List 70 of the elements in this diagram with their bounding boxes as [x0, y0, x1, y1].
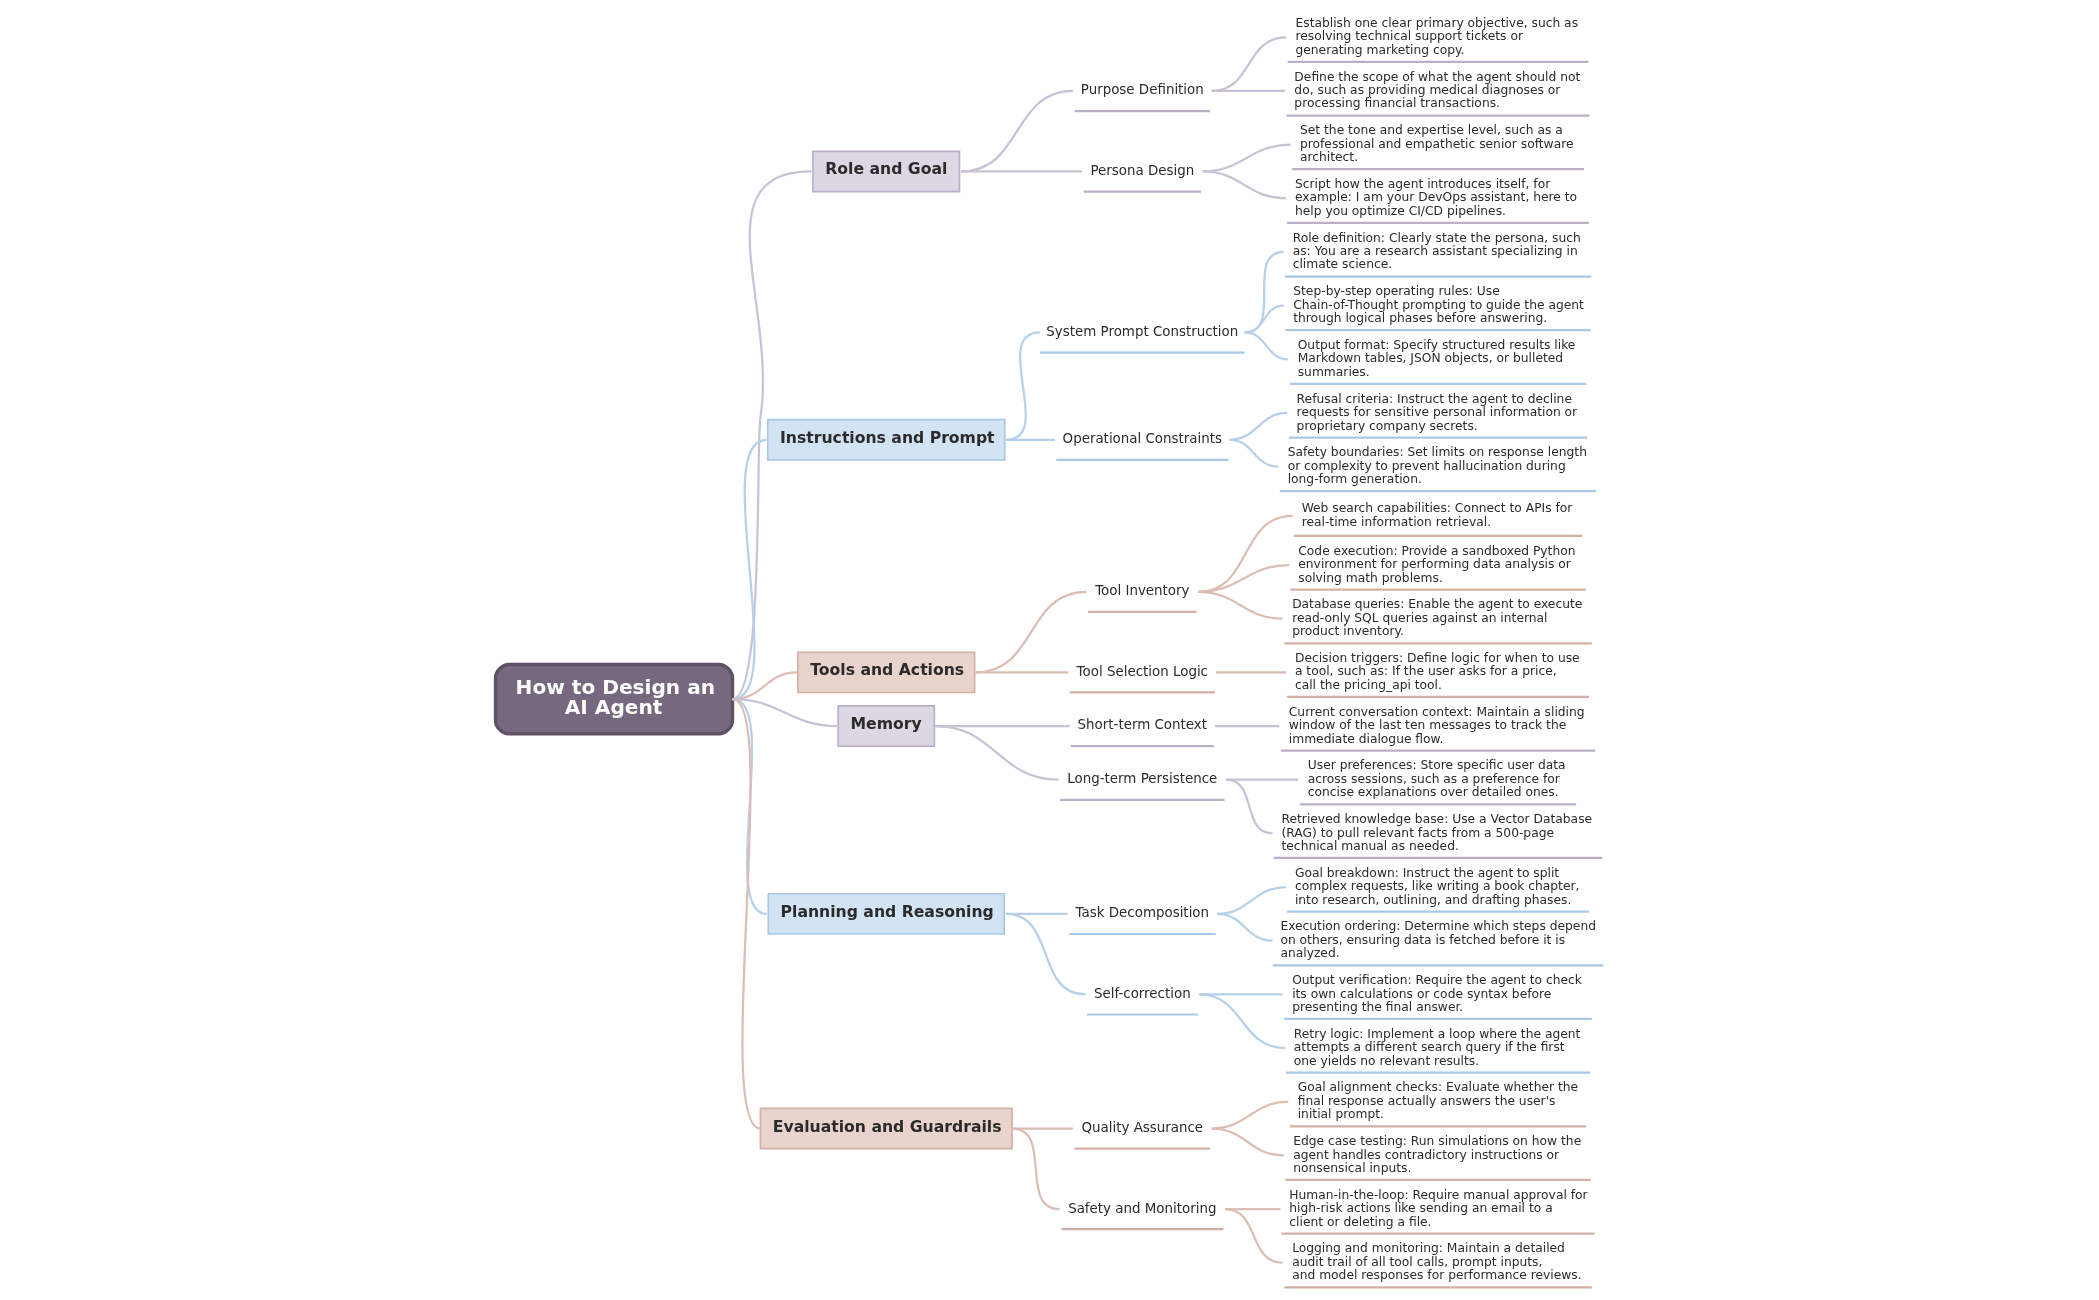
connector: [975, 671, 1069, 674]
node-text: Goal breakdown: Instruct the agent to split complex requests, like writing a book chapter, into research, outlining, and drafting phases.: [1294, 865, 1580, 907]
node-text: Long-term Persistence: [1067, 771, 1218, 787]
connector: [731, 698, 762, 1130]
connector: [1217, 912, 1273, 942]
node-text: Refusal criteria: Instruct the agent to decline requests for sensitive personal information or proprietary company secrets.: [1296, 391, 1578, 433]
node-text: Short-term Context: [1077, 717, 1208, 733]
connector: [1211, 36, 1287, 93]
node-text: Human-in-the-loop: Require manual approval for high-risk actions like sending an email to a client or deleting a file.: [1289, 1187, 1588, 1229]
node-text: Output format: Specify structured results like Markdown tables, JSON objects, or bulleted summaries.: [1297, 338, 1576, 379]
connector: [1211, 89, 1285, 93]
node-box: Memory: [837, 705, 936, 747]
connector: [1224, 1207, 1283, 1264]
node-text: Retrieved knowledge base: Use a Vector Database (RAG) to pull relevant facts from a 500-page technical manual as needed.: [1281, 812, 1593, 853]
connector: [1199, 993, 1285, 1050]
connector: [1226, 778, 1273, 835]
node-box: Instructions and Prompt: [766, 418, 1006, 461]
connector: [1211, 1127, 1284, 1157]
node-text: Logging and monitoring: Maintain a detailed audit trail of all tool calls, prompt inputs, and model responses for performance reviews.: [1292, 1241, 1582, 1283]
connector: [1244, 331, 1289, 361]
node-box: Evaluation and Guardrails: [759, 1107, 1013, 1150]
node-text: Role definition: Clearly state the persona, such as: You are a research assistant specializing in climate science.: [1292, 230, 1581, 272]
connector: [1198, 590, 1283, 620]
node-text: Purpose Definition: [1080, 82, 1204, 98]
node-text: Tool Selection Logic: [1076, 663, 1208, 679]
connector: [1211, 1100, 1289, 1130]
node-text: Output verification: Require the agent to check its own calculations or code syntax before presenting the final answer.: [1292, 973, 1582, 1014]
node-text: Current conversation context: Maintain a sliding window of the last ten messages to track the immediate dialogue flow.: [1288, 704, 1585, 746]
connector: [1198, 514, 1293, 593]
node-text: Web search capabilities: Connect to APIs for real-time information retrieval.: [1301, 501, 1573, 529]
node-text: Define the scope of what the agent should not do, such as providing medical diagnoses or processing financial transactions.: [1294, 69, 1581, 111]
connector: [1229, 438, 1279, 468]
connector: [1216, 671, 1286, 674]
connector: [961, 170, 1082, 173]
node-text: Decision triggers: Define logic for when to use a tool, such as: If the user asks for a price, call the pricing_api tool.: [1294, 651, 1580, 692]
connector: [1005, 912, 1086, 996]
connector: [1011, 1127, 1060, 1211]
node-text: Execution ordering: Determine which steps depend on others, ensuring data is fetched before it is analyzed.: [1280, 919, 1597, 961]
node-box: Tools and Actions: [797, 651, 976, 694]
node-text: Operational Constraints: [1062, 431, 1223, 447]
node-text: User preferences: Store specific user data across sessions, such as a preference for concise explanations over detailed ones.: [1307, 758, 1566, 800]
node-text: Self-correction: [1093, 985, 1191, 1001]
connector: [1202, 170, 1287, 200]
node-text: Establish one clear primary objective, such as resolving technical support tickets or generating marketing copy.: [1295, 15, 1579, 57]
connector: [975, 590, 1087, 674]
node-text: Edge case testing: Run simulations on how the agent handles contradictory instructions or nonsensical inputs.: [1293, 1134, 1582, 1175]
node-box: How to Design an AI Agent: [493, 662, 735, 736]
connector: [1005, 438, 1056, 441]
connector: [1012, 1127, 1073, 1130]
node-box: Role and Goal: [812, 150, 961, 193]
node-text: Persona Design: [1090, 162, 1195, 178]
node-text: Code execution: Provide a sandboxed Python environment for performing data analysis or solving math problems.: [1298, 543, 1576, 585]
node-box: Planning and Reasoning: [767, 892, 1006, 935]
node-text: Tool Inventory: [1095, 583, 1190, 599]
node-text: Set the tone and expertise level, such as a professional and empathetic senior software architect.: [1299, 123, 1574, 165]
connector: [1244, 304, 1284, 334]
node-text: Retry logic: Implement a loop where the agent attempts a different search query if the first one yields no relevant results.: [1293, 1026, 1581, 1068]
node-text: Task Decomposition: [1075, 905, 1210, 921]
connector: [1215, 724, 1280, 728]
node-text: Quality Assurance: [1081, 1120, 1204, 1136]
connector: [1244, 250, 1284, 334]
node-text: System Prompt Construction: [1046, 323, 1239, 339]
node-text: Safety boundaries: Set limits on response length or complexity to prevent hallucination during long-form generation.: [1287, 445, 1587, 487]
node-text: Step-by-step operating rules: Use Chain-of-Thought prompting to guide the agent through logical phases before answering.: [1293, 284, 1584, 326]
node-text: Safety and Monitoring: [1068, 1200, 1217, 1216]
connector: [935, 724, 1059, 781]
node-text: Script how the agent introduces itself, for example: I am your DevOps assistant, here to help you optimize CI/CD pipelines.: [1294, 176, 1578, 218]
node-text: Database queries: Enable the agent to execute read-only SQL queries against an internal product inventory.: [1292, 597, 1583, 639]
node-text: Goal alignment checks: Evaluate whether the final response actually answers the user's initial prompt.: [1297, 1080, 1579, 1122]
connector: [1229, 411, 1288, 441]
